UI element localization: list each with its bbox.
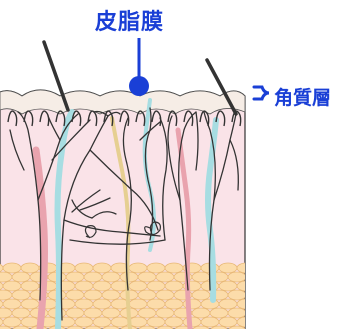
fat-cell bbox=[147, 263, 165, 273]
fat-cell bbox=[21, 299, 39, 309]
fat-cell bbox=[237, 317, 255, 327]
fat-cell bbox=[219, 263, 237, 273]
fat-cell bbox=[3, 299, 21, 309]
fat-cell bbox=[147, 317, 165, 327]
fat-cell bbox=[75, 281, 93, 291]
fat-cell bbox=[192, 272, 210, 282]
fat-cell bbox=[93, 299, 111, 309]
fat-cell bbox=[129, 317, 147, 327]
fat-cell bbox=[237, 263, 255, 273]
fat-cell bbox=[165, 281, 183, 291]
stratum-corneum-label: 角質層 bbox=[274, 83, 331, 110]
fat-cell bbox=[219, 299, 237, 309]
fat-cell bbox=[111, 317, 129, 327]
fat-cell bbox=[192, 290, 210, 300]
fat-cell bbox=[201, 299, 219, 309]
sebum-film-label: 皮脂膜 bbox=[95, 4, 164, 36]
fat-cell bbox=[75, 317, 93, 327]
fat-cell bbox=[156, 272, 174, 282]
fat-cell bbox=[201, 317, 219, 327]
fat-cell bbox=[21, 317, 39, 327]
fat-cell bbox=[138, 290, 156, 300]
fat-cell bbox=[156, 308, 174, 318]
fat-cell bbox=[165, 263, 183, 273]
fat-cell bbox=[75, 299, 93, 309]
fat-cell bbox=[147, 281, 165, 291]
fat-cell bbox=[84, 308, 102, 318]
fat-cell bbox=[102, 272, 120, 282]
fat-cell bbox=[237, 281, 255, 291]
fat-cell bbox=[12, 272, 30, 282]
fat-cell bbox=[246, 308, 264, 318]
fat-cell bbox=[93, 263, 111, 273]
fat-cell bbox=[156, 290, 174, 300]
fat-cell bbox=[165, 317, 183, 327]
fat-cell bbox=[129, 263, 147, 273]
fat-cell bbox=[21, 281, 39, 291]
fat-cell bbox=[246, 272, 264, 282]
fat-cell bbox=[147, 299, 165, 309]
fat-cell bbox=[3, 281, 21, 291]
fat-cell bbox=[21, 263, 39, 273]
fat-cell bbox=[228, 290, 246, 300]
fat-cell bbox=[192, 308, 210, 318]
fat-cell bbox=[84, 272, 102, 282]
fat-cell bbox=[129, 299, 147, 309]
fat-cell bbox=[102, 290, 120, 300]
fat-cell bbox=[66, 290, 84, 300]
fat-cell bbox=[219, 317, 237, 327]
fat-cell bbox=[75, 263, 93, 273]
fat-cell bbox=[12, 290, 30, 300]
fat-cell bbox=[129, 281, 147, 291]
fat-cell bbox=[138, 308, 156, 318]
fat-cell bbox=[228, 308, 246, 318]
fat-cell bbox=[3, 317, 21, 327]
fat-cell bbox=[12, 308, 30, 318]
fat-cell bbox=[237, 299, 255, 309]
corneum-bracket bbox=[254, 87, 269, 99]
fat-cell bbox=[246, 290, 264, 300]
fat-cell bbox=[219, 281, 237, 291]
fat-cell bbox=[165, 299, 183, 309]
fat-cell bbox=[138, 272, 156, 282]
pointer-dot bbox=[129, 76, 149, 96]
fat-cell bbox=[210, 308, 228, 318]
fat-cell bbox=[66, 308, 84, 318]
fat-cell bbox=[84, 290, 102, 300]
sebum-pointer bbox=[129, 38, 149, 96]
fat-cell bbox=[228, 272, 246, 282]
fat-cell bbox=[93, 281, 111, 291]
fat-cell bbox=[102, 308, 120, 318]
fat-cell bbox=[66, 272, 84, 282]
fat-cell bbox=[3, 263, 21, 273]
fat-cell bbox=[93, 317, 111, 327]
